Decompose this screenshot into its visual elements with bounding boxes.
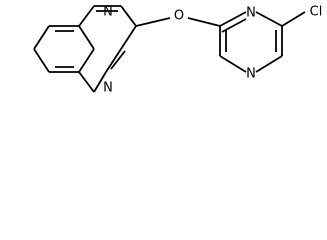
oxygen-atom-label: O	[174, 9, 184, 24]
bond	[135, 17, 171, 27]
atom-labels: N N O N N Cl	[103, 5, 322, 96]
bond	[105, 48, 122, 73]
bond	[219, 11, 247, 27]
bond	[120, 25, 137, 50]
bond	[255, 11, 283, 27]
bond	[33, 25, 50, 50]
bond	[221, 18, 247, 33]
bond	[78, 48, 95, 73]
bond	[281, 11, 306, 27]
molecule-diagram: N N O N N Cl	[0, 0, 327, 98]
nitrogen-atom-label: N	[103, 81, 113, 96]
chlorine-atom-label: Cl	[310, 5, 323, 20]
bonds	[33, 5, 306, 93]
nitrogen-atom-label: N	[246, 67, 256, 82]
bond	[78, 71, 95, 93]
bond	[219, 55, 247, 73]
bond	[78, 25, 95, 50]
bond	[187, 17, 221, 27]
nitrogen-atom-label: N	[246, 6, 256, 21]
bond	[120, 5, 137, 27]
bond	[33, 48, 50, 73]
bond	[255, 55, 283, 73]
nitrogen-atom-label: N	[103, 5, 113, 20]
bond	[93, 71, 107, 93]
bond	[110, 50, 126, 70]
bond	[78, 5, 95, 27]
structure-svg: N N O N N Cl	[33, 5, 322, 96]
